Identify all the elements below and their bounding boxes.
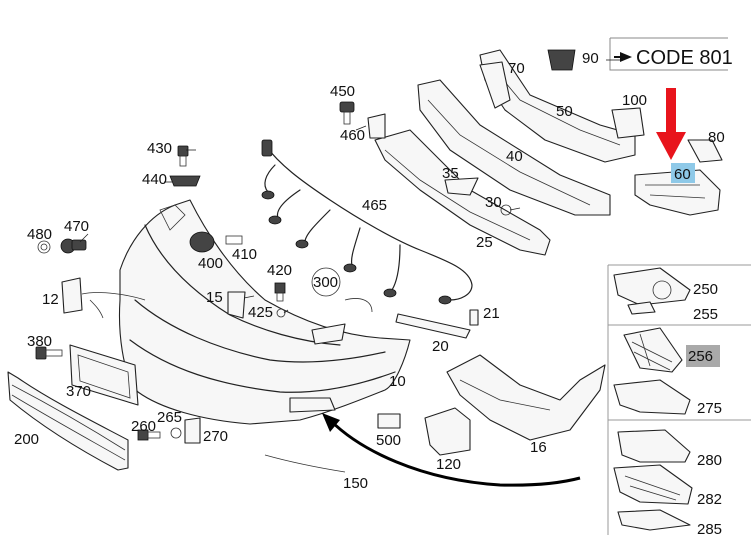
label-270[interactable]: 270 [203,428,228,445]
label-260[interactable]: 260 [131,418,156,435]
label-470[interactable]: 470 [64,218,89,235]
label-40[interactable]: 40 [506,148,523,165]
label-275[interactable]: 275 [697,400,722,417]
label-450[interactable]: 450 [330,83,355,100]
label-256[interactable]: 256 [688,348,713,365]
label-300[interactable]: 300 [313,274,338,291]
highlight-256 [686,345,720,367]
label-200[interactable]: 200 [14,431,39,448]
label-21[interactable]: 21 [483,305,500,322]
red-arrow-icon [656,88,686,160]
label-120[interactable]: 120 [436,456,461,473]
label-60[interactable]: 60 [674,166,691,183]
code-label: CODE 801 [636,47,733,69]
label-70[interactable]: 70 [508,60,525,77]
label-30[interactable]: 30 [485,194,502,211]
label-250[interactable]: 250 [693,281,718,298]
label-10[interactable]: 10 [389,373,406,390]
highlight-60 [671,163,695,183]
part-labels[interactable]: 10 12 15 16 20 21 25 30 35 40 50 60 70 8… [14,50,725,535]
label-420[interactable]: 420 [267,262,292,279]
lower-grille [7,371,129,471]
label-370[interactable]: 370 [66,383,91,400]
label-100[interactable]: 100 [622,92,647,109]
label-380[interactable]: 380 [27,333,52,350]
label-90[interactable]: 90 [582,50,599,67]
label-480[interactable]: 480 [27,226,52,243]
label-15[interactable]: 15 [206,289,223,306]
label-500[interactable]: 500 [376,432,401,449]
right-arrow-icon [620,52,632,62]
label-400[interactable]: 400 [198,255,223,272]
label-20[interactable]: 20 [432,338,449,355]
label-255[interactable]: 255 [693,306,718,323]
label-410[interactable]: 410 [232,246,257,263]
label-285[interactable]: 285 [697,521,722,535]
side-panel-parts [613,267,693,531]
license-plate-holder [69,344,139,406]
label-425[interactable]: 425 [248,304,273,321]
label-25[interactable]: 25 [476,234,493,251]
label-50[interactable]: 50 [556,103,573,120]
label-280[interactable]: 280 [697,452,722,469]
curved-arrow [322,413,581,487]
label-265[interactable]: 265 [157,409,182,426]
label-80[interactable]: 80 [708,129,725,146]
label-16[interactable]: 16 [530,439,547,456]
bumper-cover [119,199,411,425]
leader-lines [79,59,620,314]
code-box: CODE 801 [609,37,733,71]
side-panel [607,264,751,535]
label-430[interactable]: 430 [147,140,172,157]
label-465[interactable]: 465 [362,197,387,214]
label-12[interactable]: 12 [42,291,59,308]
label-35[interactable]: 35 [442,165,459,182]
wiring-harness [261,139,473,305]
label-460[interactable]: 460 [340,127,365,144]
label-282[interactable]: 282 [697,491,722,508]
label-440[interactable]: 440 [142,171,167,188]
small-parts [35,49,723,473]
label-150[interactable]: 150 [343,475,368,492]
